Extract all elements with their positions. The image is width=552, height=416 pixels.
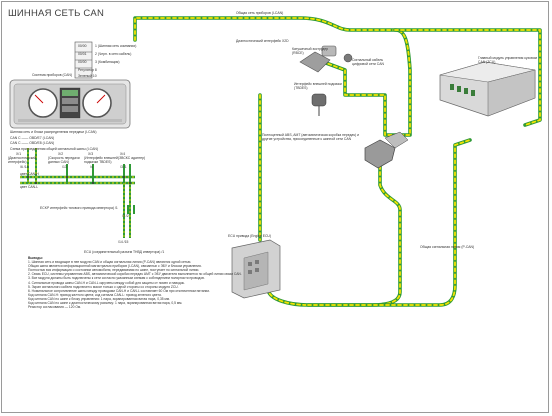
pin-text: 2 (Черн. в сети кабель) <box>95 52 132 56</box>
interface-device <box>311 93 327 116</box>
notes-line: Общая шина является информационной магис… <box>28 264 202 269</box>
pin-code: 00/00 <box>78 44 87 48</box>
pin-text: 3 (Комбинация) <box>95 60 120 64</box>
column-text: (Скорость передачи данных CAN) <box>48 156 80 164</box>
column-head: X/2 <box>58 152 64 156</box>
connection-title: Схема присоединения общей сигнальной шин… <box>10 147 98 151</box>
pin-text: 1 (Шинная сеть компании) <box>95 44 137 48</box>
column-pins: /4 <box>90 165 93 169</box>
lower-pins-label: /3 /2 <box>122 214 129 218</box>
notes-line: Код сигнала CAN по шине к блоку управлен… <box>28 296 170 301</box>
main-module-label: Главный модуль управления кузовом CAN (Z… <box>478 56 537 64</box>
main-module <box>439 61 536 117</box>
can-bus-cable <box>133 16 542 307</box>
pin-text: Регулятор 8 <box>78 68 97 72</box>
diagram-title: ШИННАЯ СЕТЬ CAN <box>8 8 105 19</box>
column-text: (Интерфейс внешней подкачки TBDES) <box>84 156 118 164</box>
lower-interface-label: ECKP интерфейс тягового привода инвертор… <box>40 206 118 210</box>
cluster-legend-title: Шинная сеть и блоки распределения переда… <box>10 130 97 134</box>
engine-ecu-label: ECU привода (Engine ECU) <box>228 234 272 238</box>
notes-line: 1. Шинная сеть и входящие в нее модули C… <box>28 260 192 265</box>
ecu-pins-label: /14 /15 <box>118 240 129 244</box>
bus-top-label: Общая сеть приборов (I-CAN) <box>236 11 284 15</box>
ecu-connector-label: ECU (соединительный разъем ТНВД инвертор… <box>84 250 165 254</box>
notes-line: 2. Связь ECU, системы управления ABS, ав… <box>28 272 242 277</box>
engine-ecu <box>231 239 281 299</box>
can-h-label: цвет CAN-H <box>20 172 39 176</box>
cable-sensor-label: Сигнальный кабель цифровой сети CAN <box>352 58 384 66</box>
can-l-label: цвет CAN-L <box>20 185 39 189</box>
interface-device-label: Интерфейс внешней подкачки (TBDES) <box>294 82 342 90</box>
notes-line: 5. Экран сигнального кабеля подключен к … <box>28 284 179 289</box>
column-pins: /3 /1 <box>120 165 127 169</box>
gateway-devices-label: Полноценный ABS, AMT (автоматическая кор… <box>262 133 360 141</box>
schematic-bus <box>20 148 135 238</box>
column-head: X/3 <box>88 152 94 156</box>
coil-label: Катушечный экструдер (RBCE) <box>292 47 329 55</box>
diag-connector-label: Диагностический интерфейс X2D <box>236 39 289 43</box>
notes-line: Резистор согласования — 120 Ом. <box>28 305 82 310</box>
notes-line: Полностью вся информация о состоянии авт… <box>28 268 200 273</box>
notes-line: Код сигнала CAN по шине к диагностическо… <box>28 301 183 306</box>
pin-code: 00/00 <box>78 60 87 64</box>
pin-row: CAN C —— OBD/E7 (I-CAN) <box>10 136 55 140</box>
instrument-cluster <box>9 79 131 129</box>
pin-code: 00/01 <box>78 52 87 56</box>
column-head: X/4 <box>120 152 126 156</box>
column-pins: /13 <box>62 165 67 169</box>
notes-heading: Выводы: <box>28 256 44 260</box>
column-head: X/1 <box>16 152 22 156</box>
bus-bottom-label: Общая сигнальная линия (P-CAN) <box>420 245 475 249</box>
notes-line: Код сигнала CAN-H: провод желтого цвета;… <box>28 292 162 297</box>
can-connector-plug <box>364 131 409 169</box>
notes-line: 3. Все модули должны быть подключены к с… <box>28 276 205 281</box>
notes-line: 4. Сигнальные провода шины CAN-H и CAN-L… <box>28 280 185 285</box>
cluster-connector <box>74 41 93 79</box>
diagnostic-connector <box>299 45 353 73</box>
cluster-caption: Система приборов (CAN) <box>32 73 72 77</box>
pin-row: CAN C —— OBD/E8 (I-CAN) <box>10 141 55 145</box>
notes-line: 6. Номинальное сопротивление шины между … <box>28 288 210 293</box>
column-text: (Диагностический интерфейс) <box>8 156 36 164</box>
notes-block: Выводы: 1. Шинная сеть и входящие в нее … <box>28 256 243 309</box>
pin-text: Зеленый 10 <box>78 74 97 78</box>
column-text: (ЗВСКС адаптер) <box>118 156 146 160</box>
column-pins: /6 /14 <box>20 165 29 169</box>
